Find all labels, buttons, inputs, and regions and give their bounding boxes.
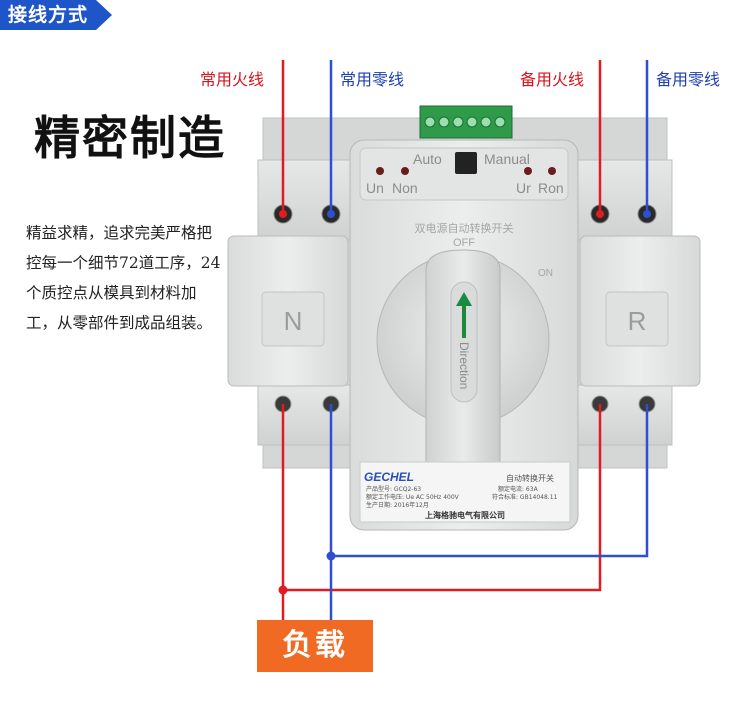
live-junction-dot — [278, 585, 288, 595]
ind-non-label: Non — [392, 180, 418, 196]
direction-arrow-icon — [456, 292, 472, 306]
switch-off-label: OFF — [453, 237, 475, 249]
plate-rated-current: 额定电流: 63A — [498, 485, 539, 493]
label-backup-neutral: 备用零线 — [656, 70, 721, 89]
direction-arrow-shaft — [462, 304, 466, 338]
led-non — [401, 167, 409, 175]
section-tag-label: 接线方式 — [8, 4, 89, 26]
section-tag: 接线方式 — [0, 0, 112, 30]
led-ron — [548, 167, 556, 175]
left-label-panel — [261, 291, 325, 347]
wire-backup-neutral-out — [331, 404, 649, 558]
connector-screw — [438, 116, 450, 128]
main-title: 精密制造 — [34, 111, 226, 165]
led-un — [376, 167, 384, 175]
handle-groove — [450, 281, 478, 403]
connector-screw — [424, 116, 436, 128]
connector-screw — [494, 116, 506, 128]
connector-screw — [480, 116, 492, 128]
wire-end-dot — [327, 210, 335, 218]
connector-screw — [466, 116, 478, 128]
ind-ur-label: Ur — [516, 180, 531, 196]
switch-on-label: ON — [538, 268, 553, 279]
wire-end-dot — [279, 210, 287, 218]
plate-company: 上海格驰电气有限公司 — [425, 510, 505, 520]
product-title: 自动转换开关 — [506, 473, 554, 483]
ind-un-label: Un — [366, 180, 384, 196]
side-label-r: R — [628, 306, 647, 336]
mode-selector-switch[interactable] — [455, 152, 477, 174]
side-label-n: N — [284, 306, 303, 336]
description-text: 精益求精，追求完美严格把控每一个细节72道工序，24个质控点从模具到材料加工，从… — [26, 224, 221, 332]
right-label-panel — [605, 291, 669, 347]
connector-screw — [452, 116, 464, 128]
wire-end-dot — [643, 210, 651, 218]
mode-auto-label: Auto — [413, 151, 442, 167]
mode-manual-label: Manual — [484, 151, 530, 167]
ind-ron-label: Ron — [538, 180, 564, 196]
led-ur — [524, 167, 532, 175]
wire-end-dot — [596, 210, 604, 218]
plate-date: 生产日期: 2016年12月 — [366, 501, 429, 509]
plate-standard: 符合标准: GB14048.11 — [492, 493, 558, 501]
handle-direction-text: Direction — [457, 342, 471, 389]
brand-logo-text: GECHEL — [364, 470, 414, 484]
label-main-live: 常用火线 — [200, 70, 265, 89]
wire-backup-live-out — [283, 404, 602, 592]
neutral-junction-dot — [326, 551, 336, 561]
switch-hint-text: 双电源自动转换开关 — [415, 221, 514, 235]
label-backup-live: 备用火线 — [520, 70, 585, 89]
section-tag-shape — [0, 0, 112, 30]
plate-model: 产品型号: GCQ2-63 — [366, 485, 421, 493]
load-label-box: 负载 — [257, 620, 373, 672]
nameplate — [359, 461, 571, 523]
plate-voltage: 额定工作电压: Ue AC 50Hz 400V — [366, 493, 460, 501]
label-main-neutral: 常用零线 — [340, 70, 405, 89]
